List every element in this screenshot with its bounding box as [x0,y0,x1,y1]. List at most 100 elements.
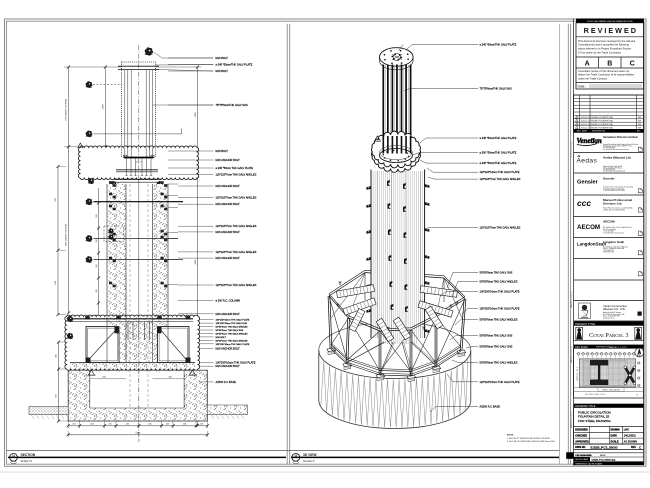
svg-text:DWG NO: DWG NO [575,446,585,449]
svg-text:Services Ltd.: Services Ltd. [603,201,622,205]
svg-text:REV.: REV. [577,131,582,133]
svg-text:Tel: (853) 2833 1133: Tel: (853) 2833 1133 [603,169,615,171]
svg-text:LWO: LWO [624,429,629,432]
svg-text:under the Trade Contract.: under the Trade Contract. [578,76,608,80]
svg-text:Avenida do Infante D. Henrique: Avenida do Infante D. Henrique [603,311,621,314]
svg-text:120*120*7mm THK GALV ANGLES: 120*120*7mm THK GALV ANGLES [216,195,257,199]
svg-text:01: 01 [12,455,15,458]
svg-text:SCALE: SCALE [611,440,620,443]
svg-text:SCALE 1:5: SCALE 1:5 [21,460,33,463]
svg-text:Aedas: Aedas [577,158,598,165]
svg-text:120*120*7mm THK GALV ANGLES: 120*120*7mm THK GALV ANGLES [216,224,257,228]
svg-text:CAD MANAGER:: CAD MANAGER: [575,454,592,457]
svg-text:Aedas (Macau) Ltd.: Aedas (Macau) Ltd. [603,156,632,160]
svg-text:2985: 2985 [195,259,197,265]
svg-text:Macau Finance Centre, Rua Dr.: Macau Finance Centre, Rua Dr. Pedro Jose [603,245,628,248]
svg-text:120*120*7mm THK GALV ANGLES: 120*120*7mm THK GALV ANGLES [216,173,257,177]
svg-text:150*150*10mm THK GALV PLATE: 150*150*10mm THK GALV PLATE [216,343,250,346]
svg-text:4: 4 [138,440,140,442]
svg-text:AECOM: AECOM [603,220,615,224]
svg-text:120*120*7mm THK GALV ANGLES: 120*120*7mm THK GALV ANGLES [216,283,257,287]
svg-text:150*150*10mm THK GALV SHS: 150*150*10mm THK GALV SHS [216,322,248,325]
svg-text:Tsim Sha Tsui, Kowloon, Hong K: Tsim Sha Tsui, Kowloon, Hong Kong [603,188,624,190]
svg-text:Date :: Date : [578,84,587,88]
svg-text:PARCEL 1, LOT 1: PARCEL 1, LOT 1 [576,367,579,381]
svg-text:Gensler: Gensler [603,177,615,181]
svg-text:Wan, N.T., Hong Kong: Wan, N.T., Hong Kong [603,229,616,231]
svg-text:2. ALL FILLET WELDED SHOULD B: 2. ALL FILLET WELDED SHOULD BE 3mm THK. [507,440,555,443]
svg-text:INT.: INT. [637,131,641,133]
svg-text:DESCRIPTION: DESCRIPTION [592,131,606,133]
svg-text:status referred to in Pr: status referred to in Project Procedure … [578,47,632,51]
svg-text:17 Andar, Macau Tel: (853) 2: 17 Andar, Macau Tel: (853) 2871 8855 [603,208,625,211]
svg-text:DATE: DATE [611,435,618,438]
svg-text:APPROVED: APPROVED [575,440,589,443]
svg-text:950: 950 [56,394,58,397]
svg-text:Consultants(s) and is accor: Consultants(s) and is accorded the follo… [578,43,629,47]
svg-text:150*150*10mm THK GALV PLATE: 150*150*10mm THK GALV PLATE [480,306,520,310]
svg-text:SITE PLAN N.T.S.: SITE PLAN N.T.S. [596,346,610,349]
svg-text:T. +852 2810 8399 F. +852 28: T. +852 2810 8399 F. +852 2810 8321 [603,190,625,192]
svg-text:PUBLIC CIRCULATION: PUBLIC CIRCULATION [578,410,611,414]
svg-text:500: 500 [96,264,98,267]
svg-text:ISSUED FOR APPROVAL: ISSUED FOR APPROVAL [591,116,613,119]
svg-text:M16 ANCHOR BOLT: M16 ANCHOR BOLT [216,202,241,206]
svg-text:2985 (VERIFY ON SITE): 2985 (VERIFY ON SITE) [66,224,68,246]
svg-text:2015-11-18: 2015-11-18 [581,121,591,123]
svg-text:Gensler: Gensler [577,180,599,186]
svg-text:SECTION: SECTION [21,453,36,457]
svg-text:KEY PLAN: KEY PLAN [575,346,587,349]
svg-text:AS SHOWN: AS SHOWN [624,440,637,443]
svg-text:A2500 R.C BASE: A2500 R.C BASE [216,380,237,384]
svg-text:50*50*5mm THK GALV SHS: 50*50*5mm THK GALV SHS [216,329,244,332]
svg-text:Rua Dr. Pedro Jose Lobo, 1-3,: Rua Dr. Pedro Jose Lobo, 1-3, Luso Int'l… [603,207,633,210]
svg-text:100*150*10mm THK GALV PLATE: 100*150*10mm THK GALV PLATE [216,319,250,322]
svg-text:1788: 1788 [195,112,197,118]
svg-text:-: - [598,435,599,438]
svg-text:M16 ANCHOR BOLT: M16 ANCHOR BOLT [216,347,241,351]
svg-text:a 300 R.C. COLUMN: a 300 R.C. COLUMN [216,298,240,302]
svg-text:14/12/2015: 14/12/2015 [624,435,637,438]
svg-text:WH: WH [638,127,642,129]
svg-text:WH: WH [638,124,642,126]
svg-text:REV: REV [631,446,636,449]
svg-text:50*50*5mm THK GALV ANGLES: 50*50*5mm THK GALV ANGLES [216,333,249,336]
svg-text:ISSUED FOR APPROVAL: ISSUED FOR APPROVAL [591,123,613,126]
svg-text:50*50*5mm THK GALV ANGLES: 50*50*5mm THK GALV ANGLES [216,326,249,329]
svg-text:CAD FILE NAME: CAD FILE NAME [575,458,589,461]
svg-text:Yaeko Construction: Yaeko Construction [603,304,628,308]
svg-text:200: 200 [200,424,203,426]
svg-text:2015-11-18: 2015-11-18 [581,117,591,119]
svg-text:ccc: ccc [577,198,591,208]
svg-text:COTAI PARCEL 3: COTAI PARCEL 3 [589,332,628,339]
svg-text:444: 444 [166,424,169,426]
svg-text:50*50*5mm THK GALV ANGLES: 50*50*5mm THK GALV ANGLES [480,360,518,364]
svg-text:Venetian Macao-Resort-Hotel Es: Venetian Macao-Resort-Hotel Estrada da B… [603,143,639,146]
svg-text:ISSUED FOR APPROVAL: ISSUED FOR APPROVAL [591,126,613,129]
svg-text:75*75*6mmTHK GALV SHS: 75*75*6mmTHK GALV SHS [480,87,513,91]
svg-text:5.4 for action by the Tra: 5.4 for action by the Trade Contractor. [578,51,622,55]
svg-text:PROJECT TITLE: PROJECT TITLE [575,322,595,326]
svg-text:C: C [639,445,642,449]
svg-text:N: N [636,395,638,397]
svg-text:PARCEL 1, LOT 2: PARCEL 1, LOT 2 [570,411,573,428]
svg-text:2015-11-18: 2015-11-18 [581,127,591,129]
svg-text:M16 BOLT: M16 BOLT [216,337,227,339]
svg-text:R E V I E W E D: R E V I E W E D [584,26,636,35]
svg-text:ISSUED FOR APPROVAL: ISSUED FOR APPROVAL [591,120,613,123]
svg-text:Venetian: Venetian [577,137,602,145]
svg-text:200: 200 [72,424,75,426]
svg-text:500: 500 [96,239,98,242]
svg-text:DRAWING TITLE: DRAWING TITLE [575,404,595,408]
svg-text:120*120*7mm THK GALV ANGLES: 120*120*7mm THK GALV ANGLES [480,225,521,229]
svg-text:T. (853) 2833 1710: T. (853) 2833 1710 [603,250,614,252]
svg-text:A2500 R.C BASE: A2500 R.C BASE [480,404,501,408]
svg-text:444: 444 [102,377,106,379]
svg-text:Fax: (853) 2882 8899 www.ve: Fax: (853) 2882 8899 www.venetian.com.mo [603,148,629,151]
svg-text:a 300 *50mmTHK GALV PLATE: a 300 *50mmTHK GALV PLATE [480,151,517,155]
svg-text:2484: 2484 [135,433,141,435]
svg-text:200: 200 [183,424,186,426]
svg-text:1. ALL BOLT SHOULD BE FIXING: 1. ALL BOLT SHOULD BE FIXING ON SITE. [507,437,551,440]
svg-text:A: A [585,60,590,67]
svg-text:a 345 *50mm THK GALV PLATE: a 345 *50mm THK GALV PLATE [216,166,254,170]
